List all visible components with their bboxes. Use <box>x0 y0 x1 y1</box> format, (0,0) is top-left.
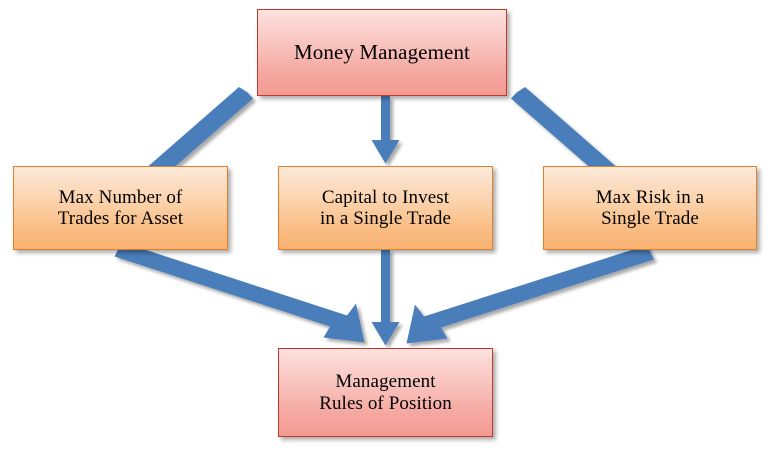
edge-capital-to-rules-icon <box>371 249 400 346</box>
node-management-rules-of-position-label: Management Rules of Position <box>319 371 452 414</box>
node-max-risk-in-a-single-trade-label: Max Risk in a Single Trade <box>595 186 705 229</box>
edge-mm-to-capital-icon <box>371 96 400 164</box>
edge-max-risk-to-rules-icon <box>406 245 654 344</box>
edge-max-trades-to-rules-icon <box>114 242 365 343</box>
node-management-rules-of-position[interactable]: Management Rules of Position <box>278 348 493 437</box>
node-max-risk-in-a-single-trade[interactable]: Max Risk in a Single Trade <box>543 166 757 250</box>
node-capital-to-invest-in-a-single-trade[interactable]: Capital to Invest in a Single Trade <box>278 166 493 250</box>
node-capital-to-invest-in-a-single-trade-label: Capital to Invest in a Single Trade <box>319 186 451 229</box>
node-max-number-of-trades-for-asset-label: Max Number of Trades for Asset <box>57 186 184 229</box>
node-money-management-label: Money Management <box>294 39 470 64</box>
node-money-management[interactable]: Money Management <box>257 9 507 96</box>
node-max-number-of-trades-for-asset[interactable]: Max Number of Trades for Asset <box>13 166 228 250</box>
